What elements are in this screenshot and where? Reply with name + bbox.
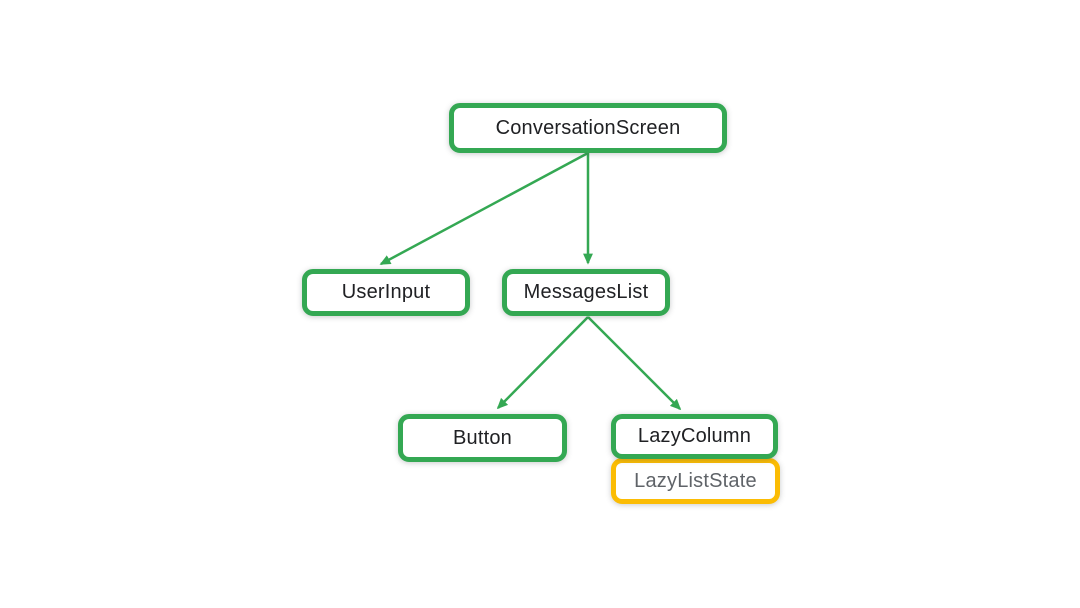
node-conversation-screen: ConversationScreen: [449, 103, 727, 153]
node-user-input-label: UserInput: [341, 281, 431, 303]
node-lazy-list-state-label: LazyListState: [634, 469, 757, 492]
node-button-label: Button: [452, 426, 513, 449]
node-button: Button: [398, 414, 567, 462]
node-messages-list-label: MessagesList: [523, 281, 649, 303]
node-messages-list: MessagesList: [502, 269, 670, 316]
edge-messageslist-to-lazycolumn: [587, 316, 682, 411]
edge-messageslist-to-button: [496, 316, 589, 410]
node-lazy-list-state: LazyListState: [611, 458, 780, 504]
node-conversation-screen-label: ConversationScreen: [495, 116, 681, 139]
node-user-input: UserInput: [302, 269, 470, 316]
node-lazy-column-label: LazyColumn: [637, 425, 752, 447]
edge-conversationscreen-to-userinput: [379, 151, 589, 266]
node-lazy-column: LazyColumn: [611, 414, 778, 459]
